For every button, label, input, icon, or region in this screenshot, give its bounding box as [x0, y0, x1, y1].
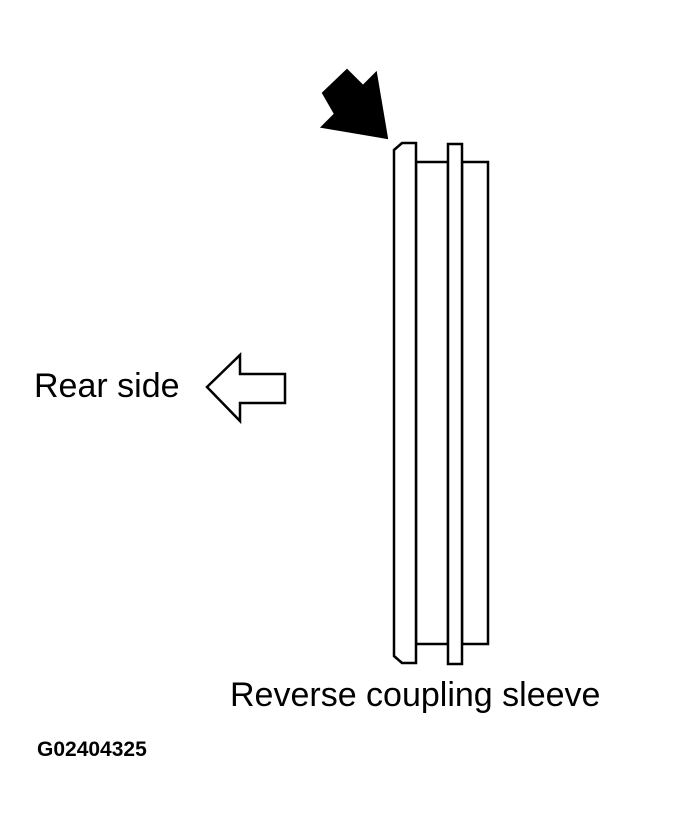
sleeve-body [414, 160, 450, 646]
coupling-sleeve [392, 141, 490, 666]
figure-id-label: G02404325 [37, 738, 147, 761]
outline-arrow-left-icon [205, 352, 287, 425]
sleeve-thin-flange [446, 142, 464, 666]
rear-side-label: Rear side [34, 367, 180, 405]
sleeve-rear-body [460, 160, 490, 646]
sleeve-front-flange [392, 141, 418, 665]
part-name-label: Reverse coupling sleeve [230, 676, 601, 714]
filled-arrow-icon [319, 68, 389, 140]
